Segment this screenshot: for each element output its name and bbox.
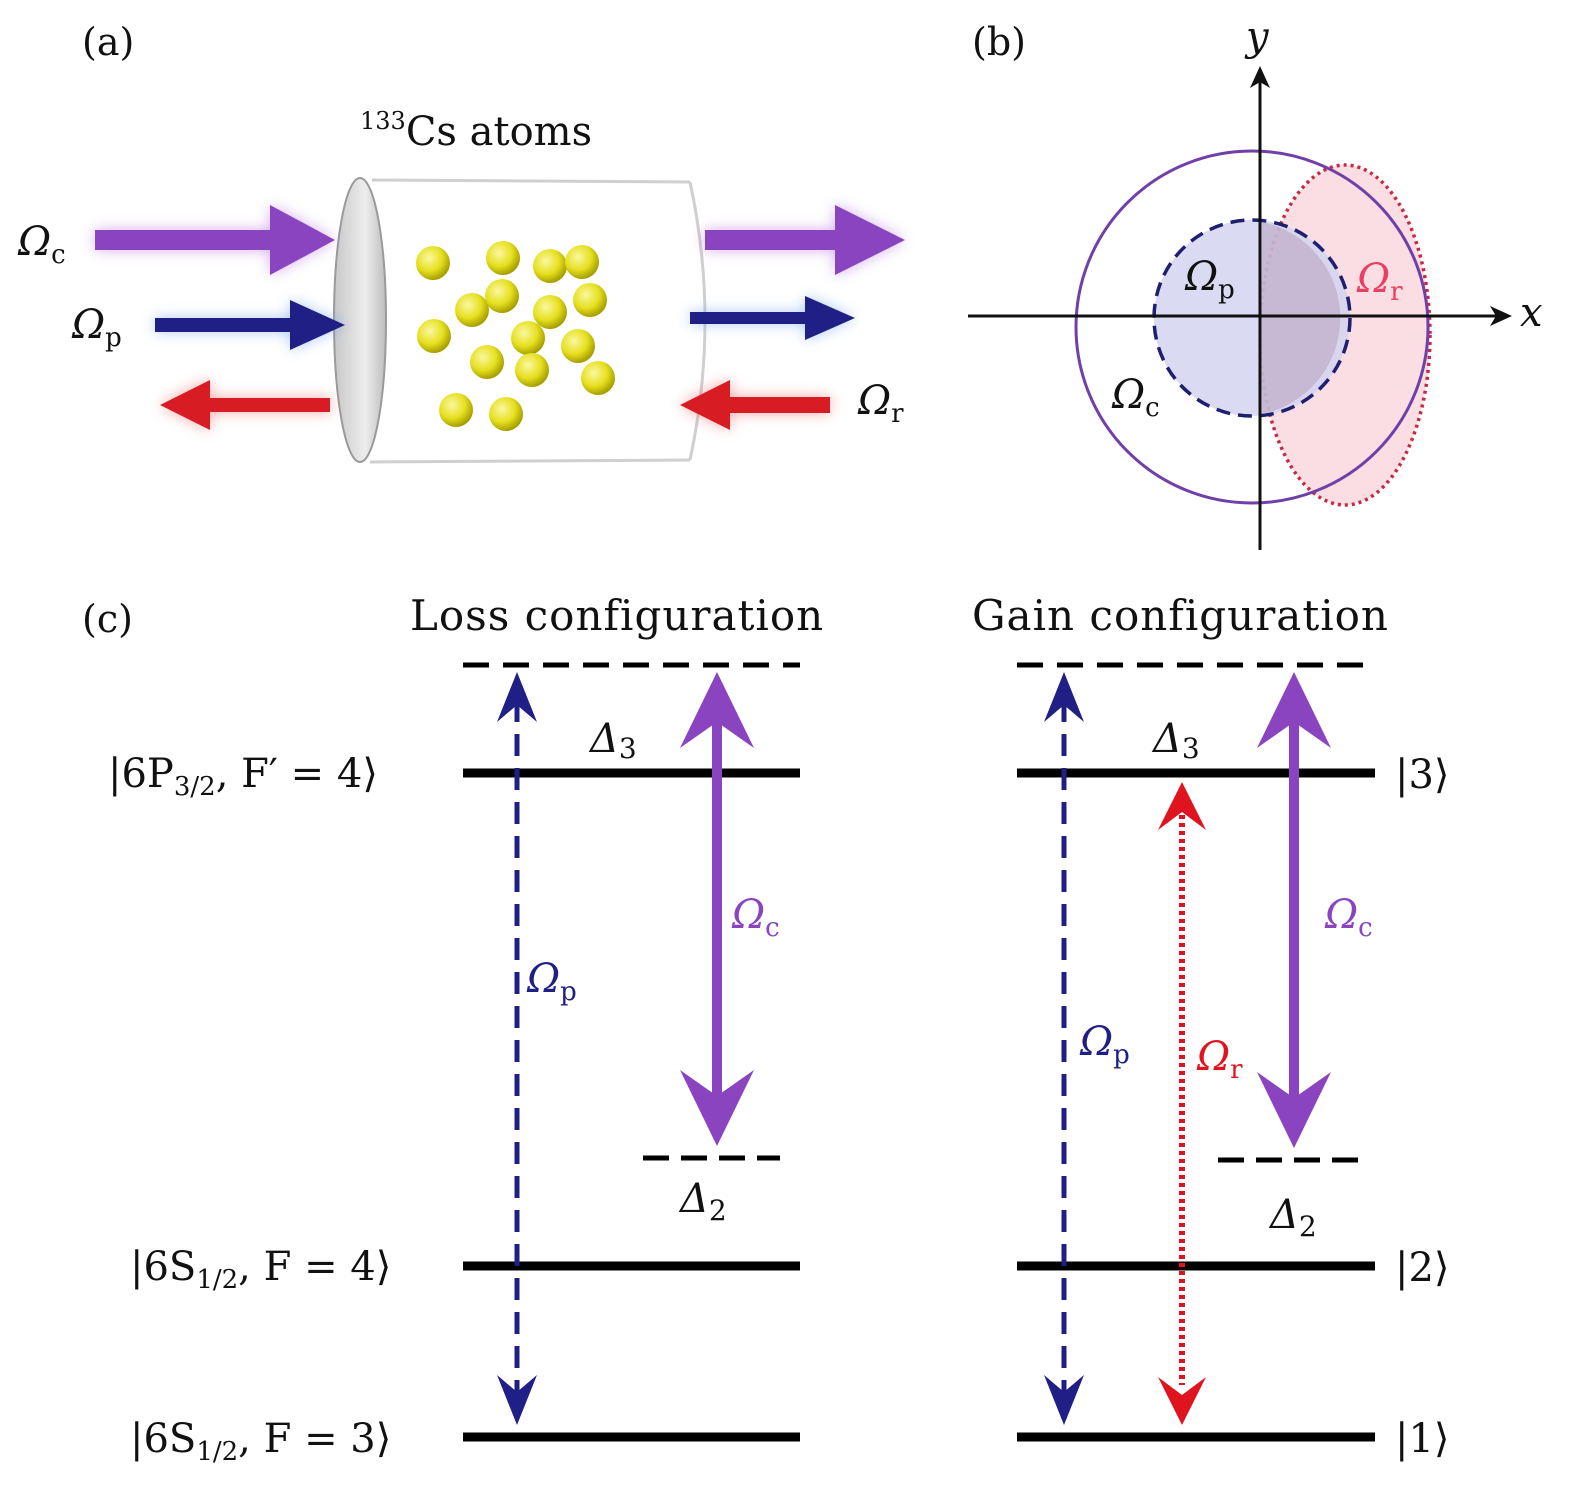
loss-diagram: Δ3 Δ2 Ωc Ωp |6P3/2, F′ = 4⟩ |6S1/2, F = … [108, 662, 800, 1467]
delta3-label-loss: Δ3 [588, 716, 637, 765]
coupling-beam-out-arrow [705, 205, 905, 275]
omega-r-label-b: Ωr [1356, 256, 1403, 307]
panel-b: (b) x y Ωp Ωr Ωc [968, 14, 1543, 550]
delta3-label-gain: Δ3 [1151, 716, 1200, 765]
omega-c-label-b: Ωc [1111, 372, 1160, 423]
cell-front-window [333, 177, 387, 463]
x-axis-arrow [1490, 306, 1512, 326]
cesium-atoms [416, 241, 615, 431]
omega-r-label-gain: Ωr [1196, 1034, 1243, 1085]
delta2-label-loss: Δ2 [678, 1176, 727, 1227]
delta2-label-gain: Δ2 [1268, 1192, 1317, 1243]
atom [515, 353, 549, 387]
overlap-region [1262, 222, 1341, 414]
level-label-6p32: |6P3/2, F′ = 4⟩ [108, 751, 378, 802]
gain-diagram: Δ3 Δ2 Ωc Ωp Ωr |3⟩ |2⟩ |1⟩ [1017, 662, 1450, 1462]
panel-c: (c) Loss configuration Gain configuratio… [82, 591, 1450, 1467]
atom [533, 249, 567, 283]
atom [581, 361, 615, 395]
omega-p-label-b: Ωp [1184, 254, 1235, 305]
y-axis-arrow [1250, 66, 1270, 88]
panel-c-label: (c) [82, 597, 133, 641]
probe-beam-out-arrow [690, 296, 855, 340]
coupling-beam-in-arrow [95, 205, 335, 275]
atom [573, 283, 607, 317]
atom [533, 295, 567, 329]
atom [417, 319, 451, 353]
omega-c-label-gain: Ωc [1324, 892, 1373, 943]
panel-a-label: (a) [82, 20, 134, 64]
probe-arrowhead-up [497, 672, 537, 722]
gain-coupling-arrowhead-up [1257, 672, 1331, 748]
coupling-arrowhead-down [680, 1070, 754, 1146]
omega-p-label-a: Ωp [71, 302, 122, 353]
omega-r-label-a: Ωr [857, 378, 904, 429]
cell-title: 133Cs atoms [360, 107, 592, 155]
level-label-6s12-f4: |6S1/2, F = 4⟩ [130, 1244, 391, 1295]
vapor-cell [333, 177, 707, 464]
state-2-label: |2⟩ [1395, 1245, 1450, 1291]
reflected-beam-in-arrow [680, 380, 830, 430]
reflect-arrowhead-down [1158, 1377, 1206, 1425]
x-axis-label: x [1520, 290, 1543, 336]
panel-a: (a) 133Cs atoms [17, 20, 905, 464]
state-3-label: |3⟩ [1395, 752, 1450, 798]
reflect-arrowhead-up [1158, 782, 1206, 830]
atom [565, 245, 599, 279]
loss-config-title: Loss configuration [410, 591, 824, 640]
panel-b-label: (b) [972, 20, 1026, 64]
atom [485, 279, 519, 313]
omega-p-label-loss: Ωp [526, 956, 577, 1007]
reflected-beam-out-arrow [160, 380, 330, 430]
gain-coupling-arrowhead-down [1257, 1072, 1331, 1148]
gain-config-title: Gain configuration [972, 591, 1389, 640]
state-1-label: |1⟩ [1395, 1416, 1450, 1462]
atom [561, 329, 595, 363]
cell-title-isotope: 133 [360, 107, 406, 135]
omega-c-label-a: Ωc [17, 219, 66, 270]
atom [511, 321, 545, 355]
probe-beam-in-arrow [155, 300, 345, 350]
atom [489, 397, 523, 431]
atom [439, 393, 473, 427]
y-axis-label: y [1244, 14, 1270, 60]
gain-probe-arrowhead-down [1044, 1375, 1084, 1425]
omega-c-label-loss: Ωc [731, 892, 780, 943]
probe-arrowhead-down [497, 1375, 537, 1425]
coupling-beam-profile [1074, 149, 1430, 505]
atom [470, 345, 504, 379]
gain-probe-arrowhead-up [1044, 672, 1084, 722]
atom [455, 293, 489, 327]
level-label-6s12-f3: |6S1/2, F = 3⟩ [130, 1416, 391, 1467]
atom [486, 241, 520, 275]
coupling-arrowhead-up [680, 672, 754, 748]
cell-title-text: Cs atoms [406, 109, 592, 155]
atom [416, 246, 450, 280]
cell-body-edge [369, 178, 691, 464]
omega-p-label-gain: Ωp [1079, 1019, 1130, 1070]
